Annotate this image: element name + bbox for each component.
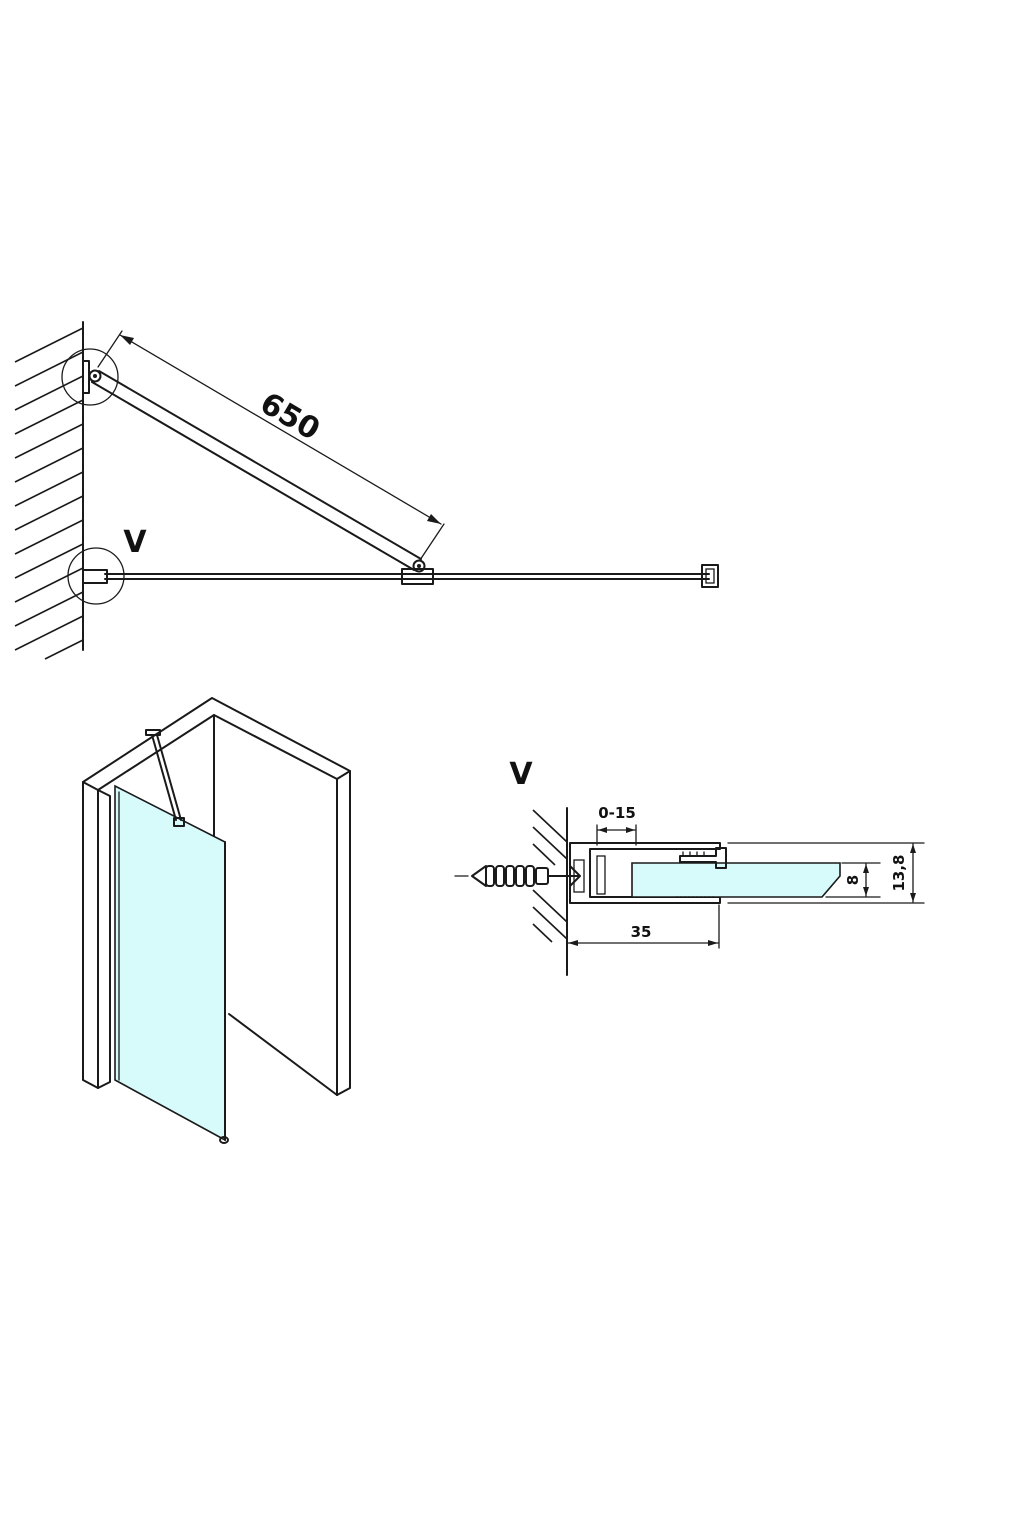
detail-glass-pane	[631, 862, 841, 898]
top-wall-bracket	[82, 360, 90, 394]
iso-left-wall-inner	[97, 789, 111, 1089]
iso-glass-panel	[114, 784, 226, 1142]
stabilizer-arm-upper-edge	[98, 370, 422, 560]
height-dimension-label: 13,8	[890, 854, 908, 891]
arm-dimension-extension-bottom	[419, 523, 445, 561]
plan-view: 650 V	[14, 321, 719, 660]
wall-profile-detail-circle	[67, 547, 125, 605]
arm-dimension-arrow-end	[427, 514, 441, 524]
plan-wall-hatching	[14, 327, 84, 660]
end-profile-plan	[701, 564, 719, 588]
glass-dimension-label: 8	[844, 875, 862, 885]
gap-dimension-label: 0-15	[598, 804, 636, 822]
iso-left-wall-face	[82, 781, 99, 1089]
glass-dimension	[825, 862, 881, 898]
arm-dimension-line	[119, 334, 442, 525]
iso-wall-top-outer	[82, 697, 351, 783]
height-dimension	[727, 842, 925, 904]
iso-back-wall-side	[336, 770, 351, 1096]
detail-marker: V	[509, 757, 533, 792]
glass-clamp-plan	[401, 568, 434, 585]
wall-profile-plan	[82, 569, 108, 584]
top-pivot-inner	[93, 374, 97, 378]
arm-dimension-arrow-start	[120, 335, 134, 345]
glass-pivot-outer	[412, 559, 426, 573]
detail-seal	[675, 847, 727, 898]
detail-v-view: V	[454, 757, 925, 976]
iso-glass-foot	[219, 1136, 229, 1144]
plan-detail-marker: V	[123, 525, 147, 560]
glass-pivot-inner	[417, 564, 421, 568]
detail-wall-profile	[569, 842, 721, 904]
iso-arm-left	[151, 734, 177, 821]
gap-dimension	[596, 824, 637, 846]
detail-wall-hatching	[532, 809, 568, 943]
end-profile-plan-inner	[705, 568, 715, 584]
iso-arm-right	[156, 734, 182, 821]
iso-arm-clamp	[173, 817, 185, 827]
top-pivot-outer	[88, 369, 102, 383]
iso-floor-line	[228, 1013, 338, 1096]
depth-dimension	[567, 904, 720, 949]
top-bracket-detail-circle	[61, 348, 119, 406]
iso-wall-top-inner	[97, 714, 338, 791]
arm-length-label: 650	[254, 386, 326, 448]
stabilizer-arm-lower-edge	[91, 381, 415, 571]
depth-dimension-label: 35	[631, 923, 652, 941]
detail-dowel	[471, 865, 581, 887]
arm-dimension-extension-top	[97, 330, 123, 368]
isometric-view	[82, 697, 351, 1144]
